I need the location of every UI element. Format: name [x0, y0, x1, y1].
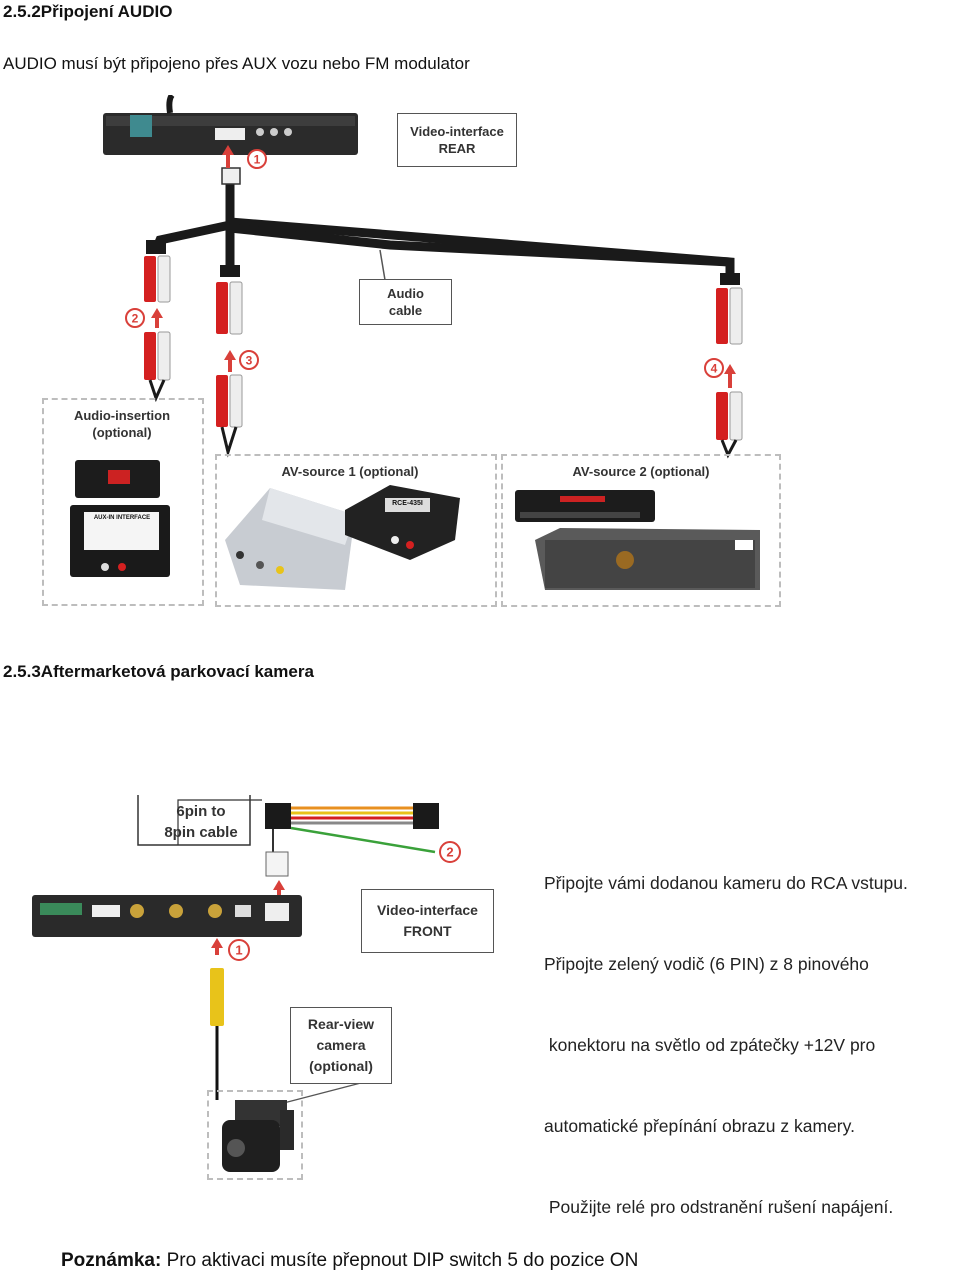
video-interface-front-line-2: FRONT	[403, 923, 452, 939]
video-interface-rear-line-2: REAR	[438, 141, 476, 156]
av-source-1-label: AV-source 1 (optional)	[281, 464, 419, 479]
camera-instructions: Připojte vámi dodanou kameru do RCA vstu…	[544, 816, 956, 1248]
rear-view-camera-device	[222, 1100, 294, 1172]
marker-2-camera: 2	[438, 840, 462, 869]
rce-device-label: RCE-435I	[392, 500, 423, 507]
audio-insertion-label: Audio-insertion (optional)	[62, 407, 182, 441]
video-interface-rear-device	[103, 95, 358, 155]
rca-plug-pair-3	[216, 281, 243, 458]
svg-text:2: 2	[446, 845, 453, 860]
instruction-line-3: konektoru na světlo od zpátečky +12V pro	[544, 1035, 876, 1055]
rca-plug-pair-2	[144, 255, 171, 403]
svg-text:4: 4	[711, 362, 718, 376]
instruction-line-5: Použijte relé pro odstranění rušení napá…	[544, 1197, 894, 1217]
rear-view-camera-label: Rear-view camera (optional)	[290, 1007, 392, 1084]
audio-insertion-group	[42, 398, 204, 606]
camera-wiring-diagram	[32, 795, 439, 1172]
svg-text:3: 3	[246, 354, 253, 368]
audio-insertion-line-1: Audio-insertion	[73, 408, 171, 423]
marker-1-camera: 1	[227, 938, 251, 967]
audio-cable-label: Audio cable	[359, 279, 452, 325]
note-label: Poznámka:	[61, 1250, 162, 1271]
av-source-2-group	[501, 454, 781, 607]
video-interface-front-device	[32, 895, 302, 937]
marker-1-audio: 1	[246, 148, 268, 175]
av-source-1-group	[215, 454, 497, 607]
audio-cable-harness	[150, 180, 735, 281]
aux-in-interface-label: AUX-IN INTERFACE	[93, 515, 151, 521]
audio-cable-line-2: cable	[388, 303, 423, 318]
rear-view-camera-line-3: (optional)	[309, 1058, 373, 1074]
instruction-line-4: automatické přepínání obrazu z kamery.	[544, 1116, 855, 1136]
note: Poznámka: Pro aktivaci musíte přepnout D…	[61, 1250, 638, 1272]
pin-cable-line-1: 6pin to	[176, 803, 226, 820]
section-heading-camera: 2.5.3Aftermarketová parkovací kamera	[3, 662, 314, 681]
pin-cable-label: 6pin to 8pin cable	[158, 801, 244, 843]
marker-2-audio: 2	[124, 307, 146, 334]
rca-plug-pair-4	[716, 287, 743, 459]
audio-insertion-line-2: (optional)	[92, 425, 152, 440]
pin-cable-line-2: 8pin cable	[164, 824, 238, 841]
marker-3-audio: 3	[238, 349, 260, 376]
av-source-2-label: AV-source 2 (optional)	[572, 464, 710, 479]
svg-text:1: 1	[235, 943, 242, 958]
section-heading-audio: 2.5.2Připojení AUDIO	[3, 2, 173, 21]
audio-description: AUDIO musí být připojeno přes AUX vozu n…	[3, 54, 470, 73]
audio-wiring-diagram	[70, 95, 760, 590]
instruction-line-2: Připojte zelený vodič (6 PIN) z 8 pinové…	[544, 954, 869, 974]
audio-cable-line-1: Audio	[387, 286, 424, 301]
av-source-2-devices	[515, 490, 760, 590]
instruction-line-1: Připojte vámi dodanou kameru do RCA vstu…	[544, 873, 908, 893]
svg-text:2: 2	[132, 312, 139, 326]
av-source-1-devices	[225, 485, 460, 590]
video-interface-front-line-1: Video-interface	[377, 902, 478, 918]
rear-view-camera-line-1: Rear-view	[307, 1016, 375, 1032]
note-text: Pro aktivaci musíte přepnout DIP switch …	[161, 1250, 639, 1271]
rear-view-camera-line-2: camera	[316, 1037, 366, 1053]
svg-text:1: 1	[254, 153, 261, 167]
marker-4-audio: 4	[703, 357, 725, 384]
rear-view-camera-group	[207, 1090, 303, 1180]
video-interface-rear-line-1: Video-interface	[410, 124, 504, 139]
audio-insertion-devices	[70, 460, 170, 577]
